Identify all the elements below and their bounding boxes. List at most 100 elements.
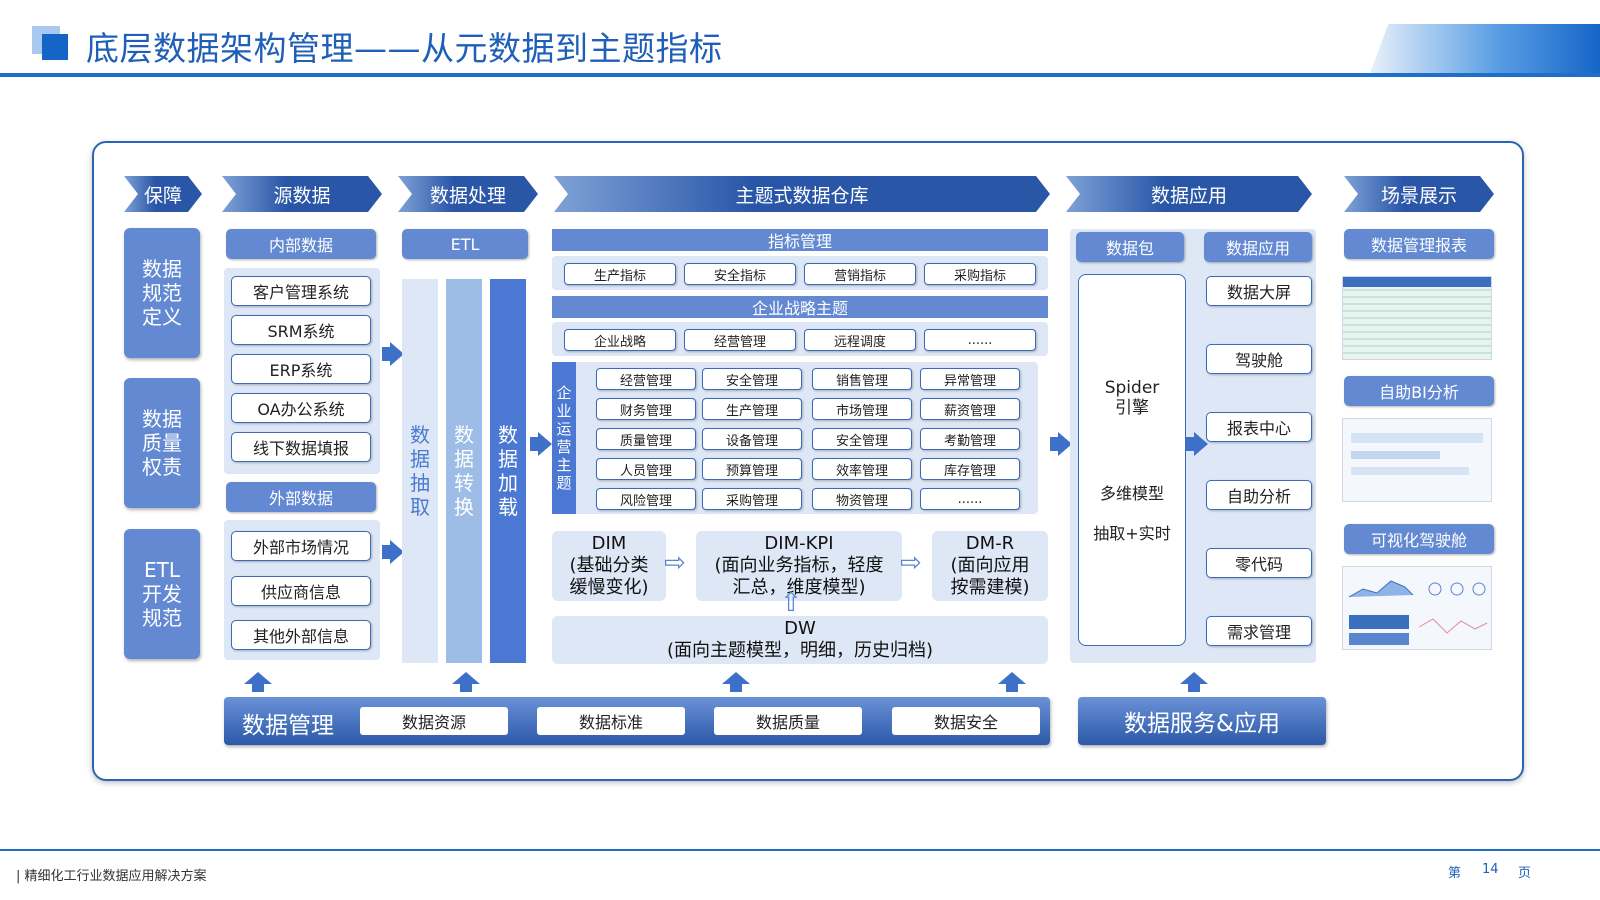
data-package-box xyxy=(1078,274,1186,646)
baozhang-item: 数据 质量 权责 xyxy=(124,378,200,508)
source-item: 线下数据填报 xyxy=(231,432,371,462)
ops-item: 物资管理 xyxy=(812,488,912,510)
arrow-right-icon xyxy=(1050,432,1072,456)
arrow-up-icon xyxy=(452,672,480,684)
hollow-up-arrow-icon: ⇧ xyxy=(780,588,802,618)
arrow-right-icon xyxy=(530,432,552,456)
arrow-up-stem xyxy=(730,684,742,692)
strategy-item: 远程调度 xyxy=(804,329,916,351)
hollow-arrow-icon: ⇨ xyxy=(664,548,686,578)
multidim-model-label: 多维模型 xyxy=(1099,484,1164,503)
scene-item: 可视化驾驶舱 xyxy=(1344,524,1494,554)
strategy-item: 经营管理 xyxy=(684,329,796,351)
external-data-header: 外部数据 xyxy=(226,482,376,512)
spider-engine-label: Spider 引擎 xyxy=(1104,378,1160,418)
data-app-header: 数据应用 xyxy=(1204,232,1312,262)
ops-item: 安全管理 xyxy=(702,368,802,390)
indicator-item: 营销指标 xyxy=(804,263,916,285)
ops-item: 风险管理 xyxy=(596,488,696,510)
title-gradient-banner xyxy=(1370,24,1600,73)
arrow-up-icon xyxy=(1180,672,1208,684)
page-suffix: 页 xyxy=(1518,866,1532,881)
ops-item: 设备管理 xyxy=(702,428,802,450)
indicator-item: 采购指标 xyxy=(924,263,1036,285)
ops-item: 异常管理 xyxy=(920,368,1020,390)
indicator-item: 安全指标 xyxy=(684,263,796,285)
chevron-data-application: 数据应用 xyxy=(1066,176,1312,212)
source-item: ERP系统 xyxy=(231,354,371,384)
app-item: 数据大屏 xyxy=(1206,276,1312,306)
etl-transform-column: 数 据 转 换 xyxy=(446,279,482,663)
title-decoration-square xyxy=(42,34,68,60)
title-underline xyxy=(0,73,1600,77)
chevron-warehouse: 主题式数据仓库 xyxy=(554,176,1050,212)
arrow-right-icon xyxy=(1186,432,1208,456)
scene-item: 数据管理报表 xyxy=(1344,229,1494,259)
chevron-data-processing: 数据处理 xyxy=(398,176,538,212)
report-thumbnail xyxy=(1342,276,1492,360)
app-item: 零代码 xyxy=(1206,548,1312,578)
ops-item: ...... xyxy=(920,488,1020,510)
extract-realtime-label: 抽取+实时 xyxy=(1093,524,1171,543)
strategy-item: ...... xyxy=(924,329,1036,351)
footer-line xyxy=(0,849,1600,851)
ops-item: 效率管理 xyxy=(812,458,912,480)
etl-header: ETL xyxy=(402,229,528,259)
cockpit-thumbnail xyxy=(1342,566,1492,650)
ops-item: 人员管理 xyxy=(596,458,696,480)
diagram-frame xyxy=(92,141,1524,781)
source-item: OA办公系统 xyxy=(231,393,371,423)
data-package-header: 数据包 xyxy=(1076,232,1184,262)
mgmt-item: 数据资源 xyxy=(360,707,508,735)
etl-load-column: 数 据 加 载 xyxy=(490,279,526,663)
arrow-up-icon xyxy=(998,672,1026,684)
source-item: SRM系统 xyxy=(231,315,371,345)
arrow-up-icon xyxy=(244,672,272,684)
page-prefix: 第 xyxy=(1448,866,1462,881)
ops-item: 销售管理 xyxy=(812,368,912,390)
ops-item: 预算管理 xyxy=(702,458,802,480)
footer-text: | 精细化工行业数据应用解决方案 xyxy=(16,869,207,884)
etl-extract-column: 数 据 抽 取 xyxy=(402,279,438,663)
ops-item: 生产管理 xyxy=(702,398,802,420)
indicator-item: 生产指标 xyxy=(564,263,676,285)
strategy-item: 企业战略 xyxy=(564,329,676,351)
dmr-box: DM-R (面向应用 按需建模) xyxy=(932,531,1048,601)
app-item: 需求管理 xyxy=(1206,616,1312,646)
dimkpi-box: DIM-KPI (面向业务指标，轻度 汇总，维度模型) xyxy=(696,531,902,601)
ops-item: 质量管理 xyxy=(596,428,696,450)
indicator-management-bar: 指标管理 xyxy=(552,229,1048,251)
mgmt-item: 数据标准 xyxy=(537,707,685,735)
arrow-up-stem xyxy=(1188,684,1200,692)
chevron-source-data: 源数据 xyxy=(222,176,382,212)
ops-theme-label: 企 业 运 营 主 题 xyxy=(552,362,576,514)
app-item: 驾驶舱 xyxy=(1206,344,1312,374)
source-item: 客户管理系统 xyxy=(231,276,371,306)
ops-item: 薪资管理 xyxy=(920,398,1020,420)
mgmt-item: 数据质量 xyxy=(714,707,862,735)
data-management-title: 数据管理 xyxy=(242,713,334,739)
chevron-scene: 场景展示 xyxy=(1344,176,1494,212)
arrow-right-icon xyxy=(382,342,404,366)
internal-data-header: 内部数据 xyxy=(226,229,376,259)
arrow-up-stem xyxy=(460,684,472,692)
arrow-right-icon xyxy=(382,540,404,564)
arrow-up-stem xyxy=(1006,684,1018,692)
scene-item: 自助BI分析 xyxy=(1344,376,1494,406)
page-title: 底层数据架构管理——从元数据到主题指标 xyxy=(86,29,723,68)
ops-item: 财务管理 xyxy=(596,398,696,420)
app-item: 报表中心 xyxy=(1206,412,1312,442)
baozhang-item: 数据 规范 定义 xyxy=(124,228,200,358)
hollow-arrow-icon: ⇨ xyxy=(900,548,922,578)
page-number: 14 xyxy=(1482,862,1499,877)
arrow-up-stem xyxy=(252,684,264,692)
ops-item: 采购管理 xyxy=(702,488,802,510)
data-service-bar: 数据服务&应用 xyxy=(1078,697,1326,745)
ops-item: 经营管理 xyxy=(596,368,696,390)
source-item: 供应商信息 xyxy=(231,576,371,606)
cockpit-chart-icon xyxy=(1348,580,1488,645)
source-item: 其他外部信息 xyxy=(231,620,371,650)
bi-thumbnail xyxy=(1342,418,1492,502)
baozhang-item: ETL 开发 规范 xyxy=(124,529,200,659)
mgmt-item: 数据安全 xyxy=(892,707,1040,735)
